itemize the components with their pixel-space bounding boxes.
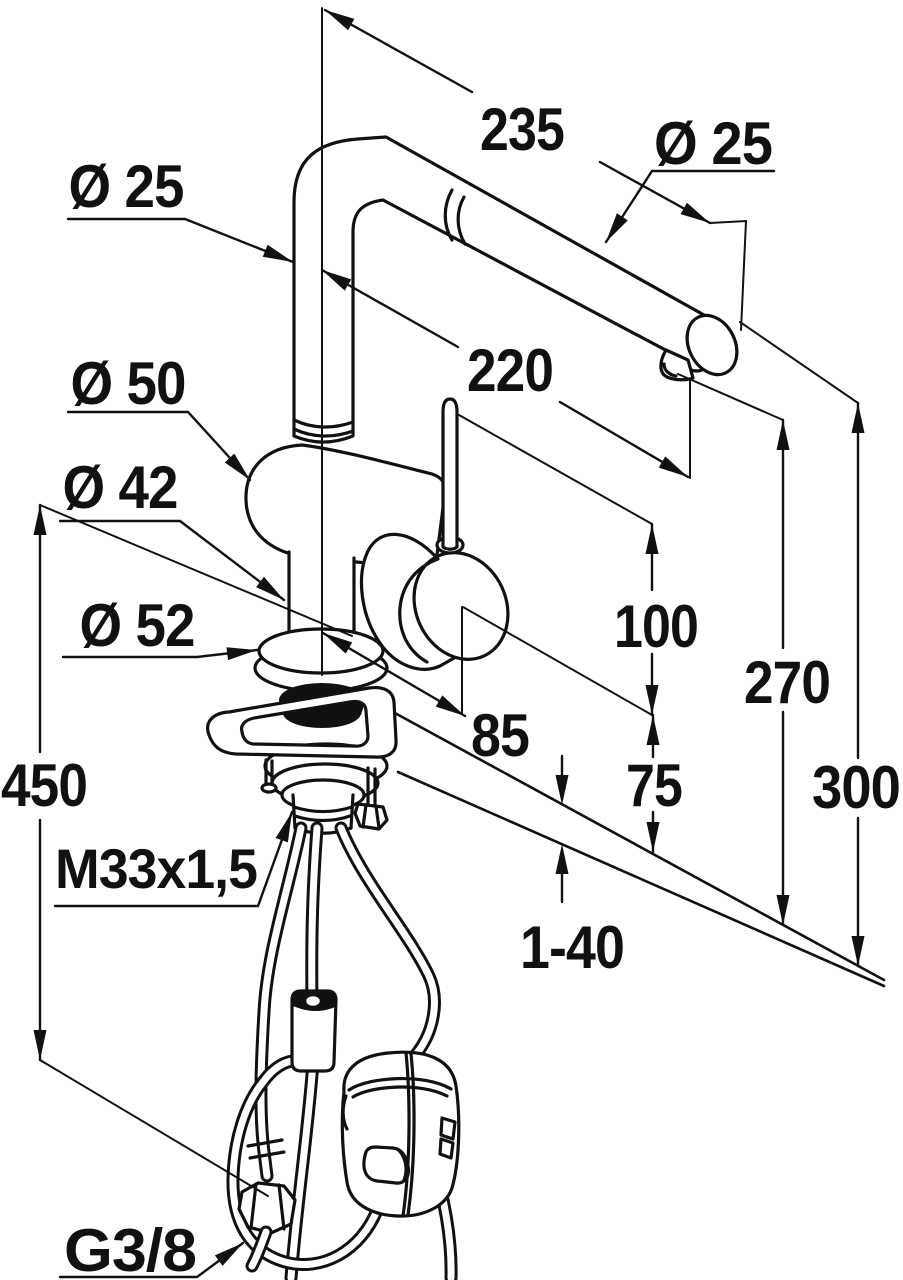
label-column-dia: Ø 42 [63,454,178,521]
label-riser-dia: Ø 25 [69,153,184,220]
dimension-arrowheads [33,10,865,1266]
hose-coupling-sleeve [290,989,338,1073]
mounting-bracket [206,685,398,759]
extension-lines [39,7,859,1197]
label-connection-g38: G3/8 [64,1217,196,1280]
pullout-seam [443,188,467,246]
label-projection-235: 235 [480,96,564,163]
lever-rod [441,397,459,551]
faucet-outline [206,135,739,835]
label-thread-m33: M33x1,5 [55,837,257,900]
riser-joint-seam [292,418,355,438]
label-100: 100 [614,593,698,660]
hose-weight [340,1050,461,1218]
mounting-stud [366,766,377,809]
dimension-labels: 235 Ø 25 Ø 25 Ø 50 Ø 42 Ø 52 220 100 270… [1,96,901,1280]
label-body-dia: Ø 50 [71,350,186,417]
label-270: 270 [744,649,830,716]
supply-fitting [237,1138,297,1273]
label-85: 85 [471,702,529,769]
counter-plane-lines [391,710,886,988]
label-75: 75 [626,752,682,819]
label-300: 300 [812,754,900,821]
label-spout-dia: Ø 25 [654,110,772,177]
hoses-and-weight [226,821,461,1280]
label-reach-220: 220 [467,337,553,404]
spray-head-face [685,313,739,377]
label-base-dia: Ø 52 [80,592,195,659]
label-450: 450 [1,752,87,819]
label-deck-thickness: 1-40 [520,914,624,981]
